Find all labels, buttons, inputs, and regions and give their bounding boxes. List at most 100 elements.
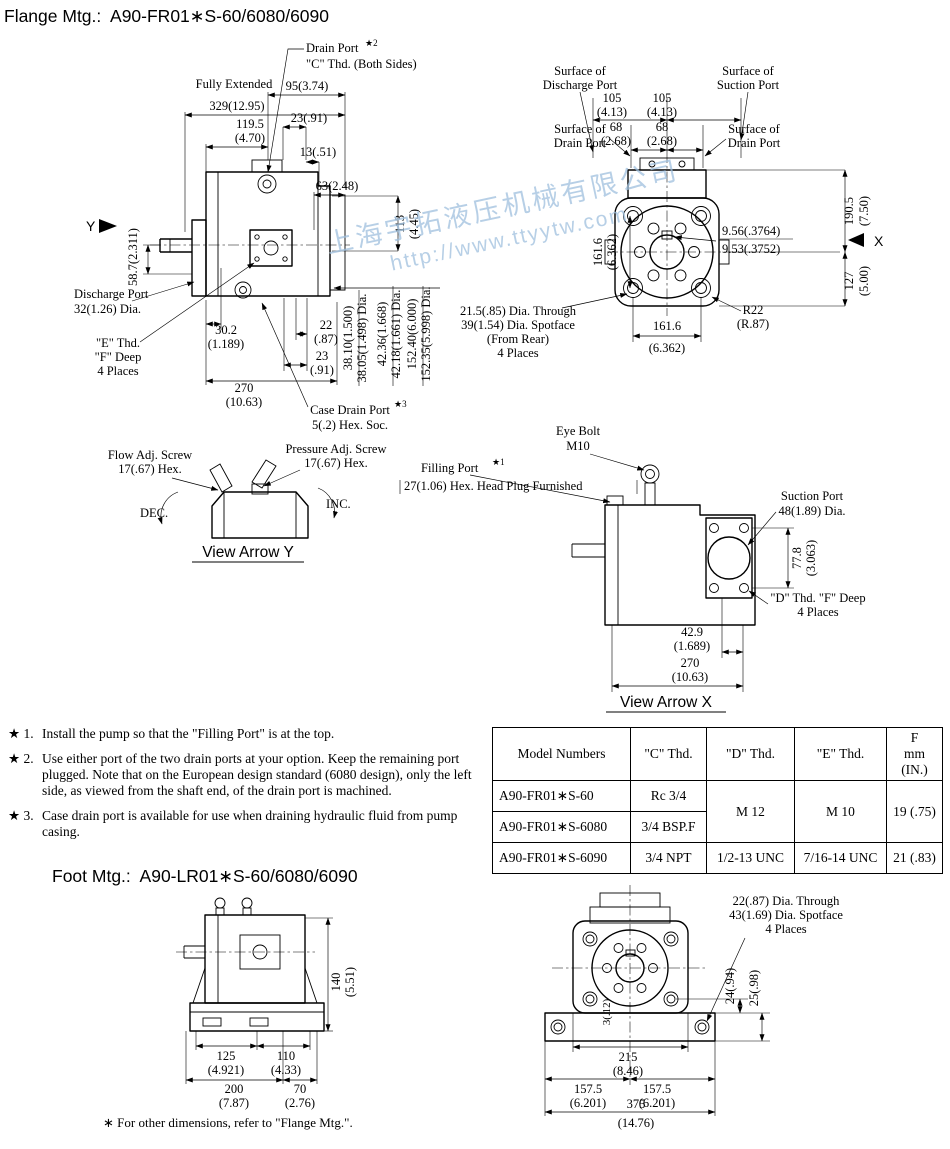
label-d-thd: "D" Thd. "F" Deep: [770, 591, 865, 605]
dim-68-left-in: (2.68): [601, 134, 631, 148]
note-2-text: Use either port of the two drain ports a…: [42, 750, 472, 798]
dim-110: 110: [277, 1049, 295, 1063]
dim-r22-in: (R.87): [737, 317, 769, 331]
label-surface-drain-r1: Surface of: [728, 122, 781, 136]
note-3: ★ 3. Case drain port is available for us…: [8, 808, 486, 840]
label-suction-port: Suction Port: [781, 489, 844, 503]
th-f: F mm (IN.): [886, 727, 943, 781]
dim-119-5: 119.5: [236, 117, 264, 131]
dim-25: 25(.98): [747, 970, 761, 1006]
cell-model-6090: A90-FR01∗S-6090: [492, 842, 631, 874]
label-surface-drain-l1: Surface of: [554, 122, 607, 136]
dim-68-left: 68: [610, 120, 623, 134]
dim-113: 113: [393, 215, 407, 233]
foot-base: [189, 1002, 325, 1032]
label-surface-suction-2: Suction Port: [717, 78, 780, 92]
thread-spec-table: Model Numbers "C" Thd. "D" Thd. "E" Thd.…: [492, 727, 943, 874]
cell-f-60-6080: 19 (.75): [886, 780, 943, 843]
note-3-text: Case drain port is available for use whe…: [42, 807, 458, 839]
dim-105-left-in: (4.13): [597, 105, 627, 119]
dim-58-7: 58.7(2.311): [126, 228, 140, 286]
footnote: ∗ For other dimensions, refer to "Flange…: [103, 1115, 353, 1130]
note-2-marker: ★ 2.: [8, 750, 34, 766]
port-pad: [249, 229, 293, 267]
note-1: ★ 1. Install the pump so that the "Filli…: [8, 726, 486, 742]
dim-42-9: 42.9: [681, 625, 703, 639]
dim-70-in: (2.76): [285, 1096, 315, 1110]
suction-port-circle: [707, 536, 751, 580]
dim-127: 127: [842, 272, 856, 291]
label-spotface-1: 21.5(.85) Dia. Through: [460, 304, 577, 318]
note-2: ★ 2. Use either port of the two drain po…: [8, 751, 486, 799]
dim-23a: 23(.91): [291, 111, 327, 125]
label-surface-drain-l2: Drain Port: [554, 136, 607, 150]
dim-30-2: 30.2: [215, 323, 237, 337]
dim-157-r-in: (6.201): [639, 1096, 675, 1110]
label-case-drain-port: Case Drain Port: [310, 403, 390, 417]
dim-200: 200: [225, 1082, 244, 1096]
dim-125: 125: [217, 1049, 236, 1063]
dim-105-left: 105: [603, 91, 622, 105]
th-model-numbers: Model Numbers: [492, 727, 631, 781]
cell-d-60-6080: M 12: [706, 780, 795, 843]
cell-c-60: Rc 3/4: [630, 780, 707, 812]
dim-113-in: (4.45): [407, 209, 421, 239]
note-3-marker: ★ 3.: [8, 807, 34, 823]
eye-bolt: [640, 464, 660, 484]
label-drain-port: Drain Port: [306, 41, 359, 55]
label-spotface-3: (From Rear): [487, 332, 549, 346]
dim-key-max: 9.56(.3764): [722, 224, 780, 238]
flange-front-view: Surface of Discharge Port Surface of Suc…: [460, 64, 884, 360]
dim-375-in: (14.76): [618, 1116, 654, 1130]
drain-port-note-ref: ★2: [365, 38, 378, 48]
label-dec: DEC.: [140, 506, 168, 520]
flow-adj-screw: [209, 463, 233, 493]
cell-d-6090: 1/2-13 UNC: [706, 842, 795, 874]
foot-spotface-2: 43(1.69) Dia. Spotface: [729, 908, 843, 922]
dim-42-9-in: (1.689): [674, 639, 710, 653]
arrow-x-marker: [848, 233, 864, 247]
th-f-symbol: F: [910, 730, 919, 745]
dim-68-right: 68: [656, 120, 669, 134]
label-fully-extended: Fully Extended: [196, 77, 273, 91]
label-surface-suction-1: Surface of: [722, 64, 775, 78]
dim-r22: R22: [743, 303, 764, 317]
dim-270-x-in: (10.63): [672, 670, 708, 684]
cell-c-6080: 3/4 BSP.F: [630, 811, 707, 843]
cell-f-6090: 21 (.83): [886, 842, 943, 874]
dim-215-in: (8.46): [613, 1064, 643, 1078]
label-c-thd: "C" Thd. (Both Sides): [306, 57, 417, 71]
label-surface-discharge-2: Discharge Port: [543, 78, 618, 92]
dim-190-5: 190.5: [842, 197, 856, 225]
view-arrow-x: Eye Bolt M10 Filling Port ★1 27(1.06) He…: [399, 424, 866, 713]
label-case-drain-hex: 5(.2) Hex. Soc.: [312, 418, 388, 432]
label-spotface-4: 4 Places: [497, 346, 538, 360]
suction-port-flange: [705, 517, 753, 599]
arrow-y-marker: [99, 219, 117, 233]
label-spotface-2: 39(1.54) Dia. Spotface: [461, 318, 575, 332]
foot-spotface-1: 22(.87) Dia. Through: [733, 894, 840, 908]
dim-125-in: (4.921): [208, 1063, 244, 1077]
label-filling-port: Filling Port: [421, 461, 479, 475]
dim-77-8-in: (3.063): [804, 540, 818, 576]
table-row: A90-FR01∗S-60 Rc 3/4 M 12 M 10 19 (.75): [492, 780, 943, 843]
label-f-deep: "F" Deep: [95, 350, 142, 364]
dim-13: 13(.51): [300, 145, 336, 159]
label-discharge-port: Discharge Port: [74, 287, 149, 301]
dim-270-x: 270: [681, 656, 700, 670]
table-header-row: Model Numbers "C" Thd. "D" Thd. "E" Thd.…: [492, 727, 943, 781]
mounting-flange: [191, 219, 207, 297]
notes-section: ★ 1. Install the pump so that the "Filli…: [8, 726, 486, 849]
dim-22: 22: [320, 318, 333, 332]
dim-23: 23: [316, 349, 329, 363]
th-f-unit: mm (IN.): [901, 746, 928, 777]
label-e-thd: "E" Thd.: [96, 336, 140, 350]
cell-e-6090: 7/16-14 UNC: [794, 842, 887, 874]
dim-30-2-in: (1.189): [208, 337, 244, 351]
dim-140-in: (5.51): [343, 967, 357, 997]
label-discharge-dia: 32(1.26) Dia.: [74, 302, 141, 316]
label-d-thd-places: 4 Places: [797, 605, 838, 619]
dim-161-6-v: 161.6: [591, 238, 605, 266]
